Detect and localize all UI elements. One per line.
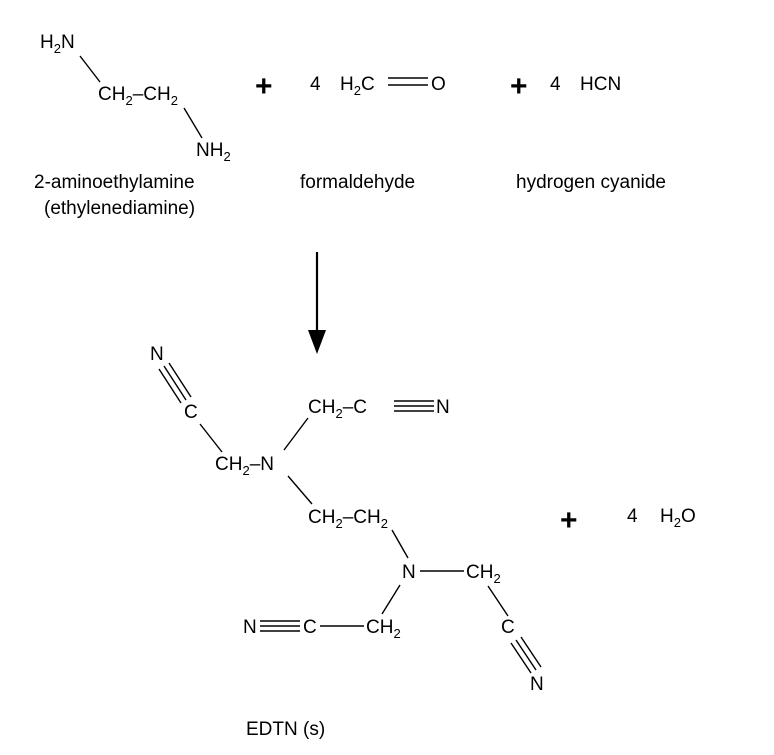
atom-c-right: C bbox=[501, 617, 515, 638]
plus-sign-2: + bbox=[510, 70, 528, 103]
triple-bond-right-1 bbox=[515, 639, 537, 671]
atom-c-left: C bbox=[303, 617, 317, 638]
edtn-structure: N C CH2–N CH2–C N CH2–CH2 N CH2 N C CH2 bbox=[150, 344, 544, 740]
bond-nmid-ch2e bbox=[381, 584, 401, 615]
triple-bond-right-3 bbox=[510, 642, 532, 674]
label-2-aminoethylamine: 2-aminoethylamine bbox=[34, 172, 195, 193]
triple-bond-top-3 bbox=[158, 368, 182, 404]
coefficient-formaldehyde: 4 bbox=[310, 74, 321, 95]
plus-sign-3: + bbox=[560, 504, 578, 537]
atom-ch2-left: CH2–CH2 bbox=[98, 84, 178, 108]
atom-n-b: N bbox=[436, 397, 450, 418]
atom-n-top: N bbox=[150, 344, 164, 365]
ethylenediamine-structure: H2N CH2–CH2 NH2 2-aminoethylamine (ethyl… bbox=[34, 32, 231, 219]
reaction-arrow bbox=[308, 252, 326, 354]
bond-ch2d-cright bbox=[487, 585, 509, 617]
water-byproduct: + 4 H2O bbox=[560, 504, 696, 537]
formula-h2o: H2O bbox=[660, 506, 696, 530]
bond-c-ch2a bbox=[199, 423, 223, 453]
bond-n-ch2 bbox=[79, 55, 101, 83]
label-hydrogen-cyanide: hydrogen cyanide bbox=[516, 172, 666, 193]
atom-nh2: NH2 bbox=[196, 140, 231, 164]
bond-ch2-nh2 bbox=[183, 107, 203, 139]
triple-bond-top-1 bbox=[163, 365, 187, 401]
atom-ch2-e: CH2 bbox=[366, 617, 401, 641]
label-formaldehyde: formaldehyde bbox=[300, 172, 415, 193]
arrow-head bbox=[308, 330, 326, 354]
triple-bond-right-2 bbox=[520, 636, 542, 668]
label-edtn: EDTN (s) bbox=[246, 719, 325, 740]
atom-ch2-a: CH2–N bbox=[215, 454, 274, 478]
atom-h2c: H2C bbox=[340, 74, 375, 98]
atom-ch2-b: CH2–C bbox=[308, 397, 367, 421]
formula-hcn: HCN bbox=[580, 74, 621, 95]
coefficient-hcn: 4 bbox=[550, 74, 561, 95]
bond-ch2-nmid bbox=[391, 529, 409, 559]
hcn-structure: 4 HCN hydrogen cyanide bbox=[516, 74, 666, 193]
atom-ch2-c: CH2–CH2 bbox=[308, 507, 388, 531]
atom-c-top: C bbox=[184, 402, 198, 423]
label-ethylenediamine: (ethylenediamine) bbox=[44, 198, 195, 219]
atom-h2n: H2N bbox=[40, 32, 75, 56]
atom-ch2-d: CH2 bbox=[466, 562, 501, 586]
atom-n-mid: N bbox=[402, 562, 416, 583]
formaldehyde-structure: 4 H2C O formaldehyde bbox=[300, 74, 446, 193]
atom-o: O bbox=[431, 74, 446, 95]
coefficient-water: 4 bbox=[627, 506, 638, 527]
atom-n-left: N bbox=[243, 617, 257, 638]
atom-n-bottom: N bbox=[530, 674, 544, 695]
bond-n-ch2c bbox=[287, 475, 313, 505]
triple-bond-top-2 bbox=[168, 362, 192, 398]
bond-n-ch2b bbox=[283, 417, 309, 451]
plus-sign-1: + bbox=[255, 70, 273, 103]
